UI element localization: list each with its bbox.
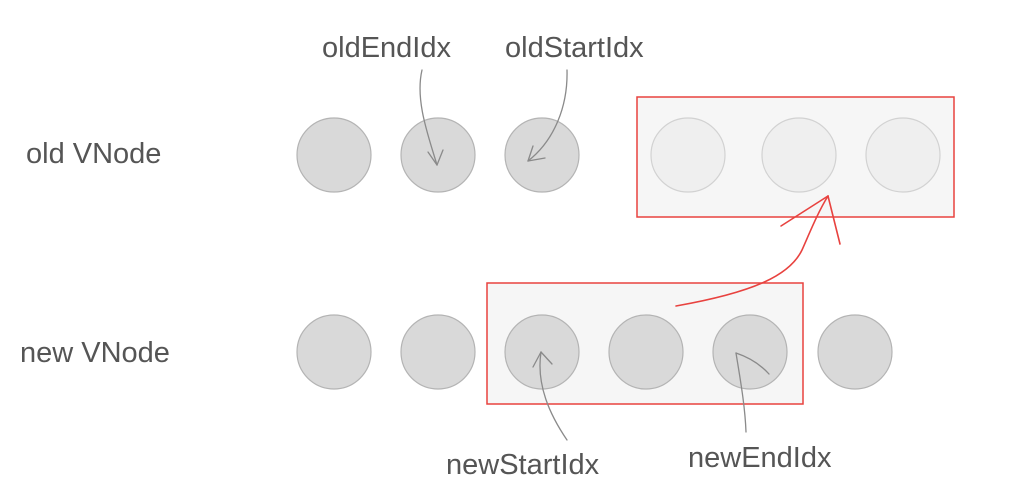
new-end-idx-label: newEndIdx <box>688 442 832 474</box>
move-arrow <box>675 195 841 307</box>
new-start-idx-arrow <box>532 351 568 441</box>
new-node-5 <box>712 314 788 390</box>
old-start-idx-label: oldStartIdx <box>505 32 644 64</box>
old-end-idx-arrow <box>419 69 444 166</box>
old-node-faded-1 <box>650 117 726 193</box>
old-node-1 <box>296 117 372 193</box>
old-node-2 <box>400 117 476 193</box>
old-end-idx-label: oldEndIdx <box>322 32 451 64</box>
old-node-faded-2 <box>761 117 837 193</box>
new-node-6 <box>817 314 893 390</box>
old-node-faded-3 <box>865 117 941 193</box>
new-start-idx-label: newStartIdx <box>446 449 600 481</box>
new-vnode-label: new VNode <box>20 337 170 369</box>
new-node-3 <box>504 314 580 390</box>
old-node-3 <box>504 117 580 193</box>
new-node-1 <box>296 314 372 390</box>
new-node-2 <box>400 314 476 390</box>
old-vnode-label: old VNode <box>26 138 161 170</box>
old-start-idx-arrow <box>527 69 568 162</box>
new-end-idx-arrow <box>735 352 770 433</box>
new-node-4 <box>608 314 684 390</box>
